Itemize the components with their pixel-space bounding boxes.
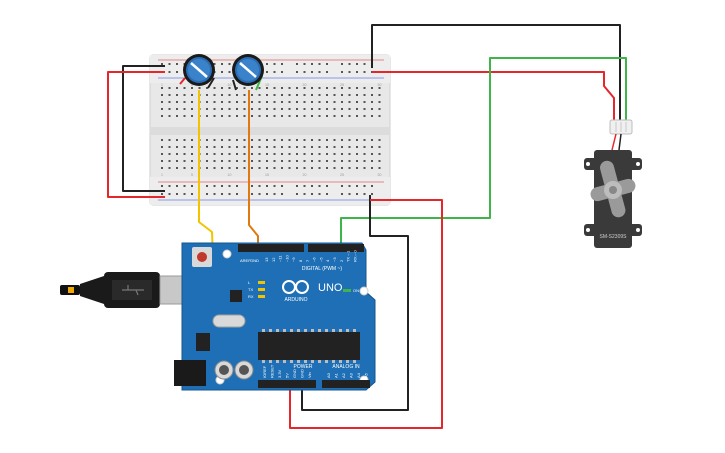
breadboard-column-number: 20 <box>303 83 307 87</box>
analog-pin-label: A1 <box>334 372 339 378</box>
digital-pin-label: ~6 <box>312 257 317 262</box>
digital-pin-label: 7 <box>305 259 310 262</box>
wire-black-gnd <box>301 195 409 411</box>
breadboard-column-number: 15 <box>265 173 269 177</box>
aref-label: AREF <box>240 258 251 263</box>
breadboard-column-number: 10 <box>228 83 232 87</box>
digital-pin-label: 4 <box>325 259 330 262</box>
digital-header-right <box>308 244 364 252</box>
breadboard-column-number: 1 <box>161 173 163 177</box>
wire-red-5v <box>289 199 443 429</box>
atmega-chip <box>258 332 360 360</box>
power-pin-label: RESET <box>270 364 275 378</box>
breadboard-column-number: 20 <box>303 173 307 177</box>
breadboard-column-number: 25 <box>340 173 344 177</box>
model-label: UNO <box>318 282 343 294</box>
power-pin-label: 5V <box>285 373 290 378</box>
breadboard-column-number: 25 <box>340 83 344 87</box>
power-header <box>258 380 316 388</box>
digital-pin-label: 13 <box>264 257 269 262</box>
analog-pin-label: A2 <box>341 372 346 378</box>
digital-pin-label: 8 <box>298 259 303 262</box>
digital-pin-label: RX←0 <box>352 249 357 262</box>
digital-pin-label: 12 <box>271 257 276 262</box>
power-jack[interactable] <box>174 360 206 386</box>
on-label: ON <box>353 288 359 293</box>
l-label: L <box>248 280 251 285</box>
wire-red-servo-vcc <box>372 71 615 122</box>
digital-pin-label: ~3 <box>332 257 337 262</box>
breadboard-column-number: 10 <box>228 173 232 177</box>
wire-black-servo-gnd <box>371 24 621 122</box>
power-pin-label: Vin <box>307 372 312 378</box>
servo-motor[interactable]: SM-S2309S <box>583 119 642 248</box>
wire-black-left-rail <box>122 65 165 192</box>
power-pin-label: 3.3V <box>277 369 282 378</box>
potentiometer-1[interactable] <box>183 54 215 86</box>
analog-pin-label: A0 <box>326 372 331 378</box>
potentiometer-2[interactable] <box>232 54 264 86</box>
breadboard-column-number: 5 <box>191 83 193 87</box>
servo-model-label: SM-S2309S <box>600 234 628 240</box>
usb-cable <box>60 272 189 308</box>
breadboard-column-number: 15 <box>265 83 269 87</box>
power-header-label: POWER <box>294 364 313 370</box>
analog-pin-label: A4 <box>356 372 361 378</box>
analog-pin-label: A5 <box>364 372 369 378</box>
power-pin-label: GND <box>292 369 297 378</box>
analog-pin-label: A3 <box>349 372 354 378</box>
digital-pin-label: ~10 <box>284 254 289 262</box>
digital-pin-label: 2 <box>339 259 344 262</box>
digital-pin-label: ~5 <box>318 257 323 262</box>
arduino-logo: UNO ARDUINO <box>282 280 343 303</box>
wire-red-pot1-lead <box>179 77 186 85</box>
digital-header-left <box>238 244 304 252</box>
digital-header-label: DIGITAL (PWM ~) <box>302 266 342 272</box>
power-pin-label: IOREF <box>262 365 267 378</box>
power-pin-label: GND <box>300 369 305 378</box>
breadboard-column-number: 30 <box>378 173 382 177</box>
breadboard-column-number: 1 <box>161 83 163 87</box>
analog-header-label: ANALOG IN <box>332 364 360 370</box>
wire-green-servo-signal <box>340 57 627 250</box>
wire-black-pot1-lead <box>207 77 215 89</box>
digital-pin-label: TX→1 <box>346 250 351 262</box>
digital-pin-label: ~11 <box>278 255 283 262</box>
breadboard-column-number: 5 <box>191 173 193 177</box>
gnd-label: GND <box>250 258 259 263</box>
digital-pin-label: ~9 <box>291 257 296 262</box>
tx-label: TX <box>248 287 253 292</box>
breadboard-column-number: 30 <box>378 83 382 87</box>
rx-label: RX <box>248 294 254 299</box>
brand-label: ARDUINO <box>284 297 307 303</box>
wire-black-pot2-lead <box>232 79 237 91</box>
analog-header <box>322 380 370 388</box>
wire-red-left-rail <box>107 71 165 198</box>
